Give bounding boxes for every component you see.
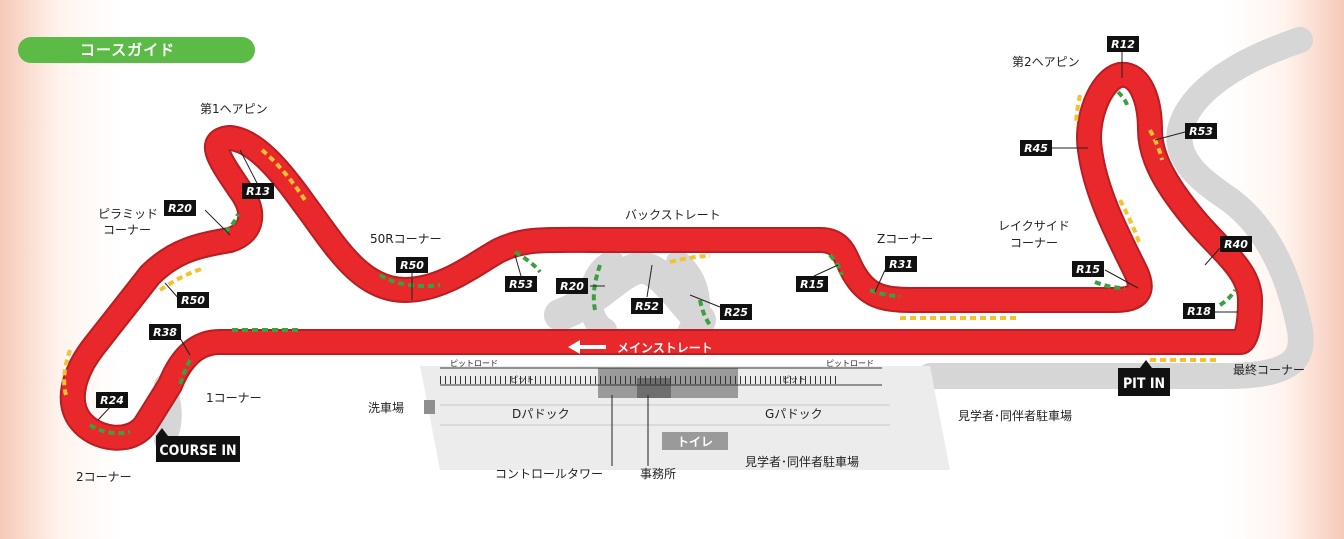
label-parking-right: 見学者･同伴者駐車場 <box>958 408 1072 423</box>
svg-text:R50: R50 <box>181 294 205 307</box>
radius-r13: R13 <box>242 183 274 199</box>
radius-r20a: R20 <box>164 200 196 216</box>
radius-r24: R24 <box>96 392 128 408</box>
label-pyramid-1: ピラミッド <box>98 207 158 221</box>
race-track <box>61 63 1261 449</box>
radius-r40: R40 <box>1220 236 1252 252</box>
radius-r52: R52 <box>631 298 663 314</box>
paddock-area <box>420 366 950 470</box>
svg-text:R13: R13 <box>246 185 270 198</box>
paddock-ground <box>420 366 950 470</box>
car-wash-box <box>424 400 435 414</box>
svg-text:ピット: ピット <box>782 375 806 384</box>
svg-text:ピットロード: ピットロード <box>826 359 874 368</box>
label-lakeside-2: コーナー <box>1010 236 1058 250</box>
svg-text:R12: R12 <box>1111 38 1135 51</box>
svg-text:R50: R50 <box>400 259 424 272</box>
svg-text:R20: R20 <box>560 280 584 293</box>
radius-r15a: R15 <box>796 276 828 292</box>
radius-r25: R25 <box>720 304 752 320</box>
label-z-corner: Zコーナー <box>877 232 933 246</box>
label-lakeside-1: レイクサイド <box>998 219 1070 233</box>
svg-text:ピットロード: ピットロード <box>450 359 498 368</box>
label-g-paddock: Gパドック <box>765 407 823 421</box>
svg-text:ピット: ピット <box>510 375 534 384</box>
svg-text:メインストレート: メインストレート <box>617 341 713 355</box>
label-toilet: トイレ <box>677 435 713 449</box>
pit-labels: ピットロード ピットロード ピット ピット <box>450 359 874 384</box>
label-corner1: 1コーナー <box>206 391 262 405</box>
label-office: 事務所 <box>640 467 676 481</box>
radius-r31: R31 <box>885 256 917 272</box>
svg-text:R45: R45 <box>1024 142 1048 155</box>
radius-r50a: R50 <box>396 257 428 273</box>
radius-pointers <box>97 52 1238 421</box>
infield-loop-right <box>666 250 710 342</box>
radius-r12: R12 <box>1107 36 1139 52</box>
infield-loop-left <box>578 250 624 342</box>
label-back-straight: バックストレート <box>625 208 721 222</box>
label-control-tower: コントロールタワー <box>495 467 603 481</box>
label-50r-corner: 50Rコーナー <box>370 232 442 246</box>
radius-r38: R38 <box>149 324 181 340</box>
svg-text:R53: R53 <box>509 278 533 291</box>
east-service-road <box>917 27 1314 389</box>
label-parking-center: 見学者･同伴者駐車場 <box>745 454 859 469</box>
main-straight: メインストレート <box>568 340 713 355</box>
svg-text:R38: R38 <box>153 326 177 339</box>
svg-text:R52: R52 <box>635 300 659 313</box>
facility-labels: 洗車場 Dパドック Gパドック トイレ コントロールタワー 事務所 見学者･同伴… <box>368 395 1072 481</box>
svg-text:PIT IN: PIT IN <box>1123 376 1165 392</box>
svg-text:R20: R20 <box>168 202 192 215</box>
label-hairpin1: 第1ヘアピン <box>200 102 268 116</box>
radius-r53b: R53 <box>1185 123 1217 139</box>
label-pyramid-2: コーナー <box>103 223 151 237</box>
svg-text:R40: R40 <box>1224 238 1248 251</box>
corner-labels: 第1ヘアピン ピラミッド コーナー 50Rコーナー バックストレート Zコーナー… <box>76 55 1305 484</box>
pit-in-sign: PIT IN <box>1118 360 1170 396</box>
curbs <box>62 90 1237 436</box>
radius-labels: R12 R13 R20 R50 R50 R38 R24 R53 R20 R52 … <box>96 36 1252 408</box>
radius-r15b: R15 <box>1072 261 1104 277</box>
label-hairpin2: 第2ヘアピン <box>1012 55 1080 69</box>
svg-text:R31: R31 <box>889 258 913 271</box>
label-final-corner: 最終コーナー <box>1233 362 1305 377</box>
svg-text:R18: R18 <box>1187 305 1211 318</box>
pit-lane <box>440 367 882 386</box>
toilet-box <box>662 432 728 450</box>
radius-r45: R45 <box>1020 140 1052 156</box>
radius-r20b: R20 <box>556 278 588 294</box>
radius-r50b: R50 <box>177 292 209 308</box>
label-d-paddock: Dパドック <box>512 407 570 421</box>
label-car-wash: 洗車場 <box>368 401 404 415</box>
direction-arrow-icon <box>568 340 606 354</box>
svg-text:R15: R15 <box>800 278 824 291</box>
svg-text:R24: R24 <box>100 394 124 407</box>
radius-r18: R18 <box>1183 303 1215 319</box>
svg-text:R53: R53 <box>1189 125 1213 138</box>
label-corner2: 2コーナー <box>76 470 132 484</box>
course-in-sign: COURSE IN <box>156 428 240 462</box>
radius-r53a: R53 <box>505 276 537 292</box>
course-guide-badge: コースガイド <box>18 37 255 63</box>
svg-text:R15: R15 <box>1076 263 1100 276</box>
svg-text:R25: R25 <box>724 306 748 319</box>
svg-text:COURSE IN: COURSE IN <box>159 443 236 459</box>
